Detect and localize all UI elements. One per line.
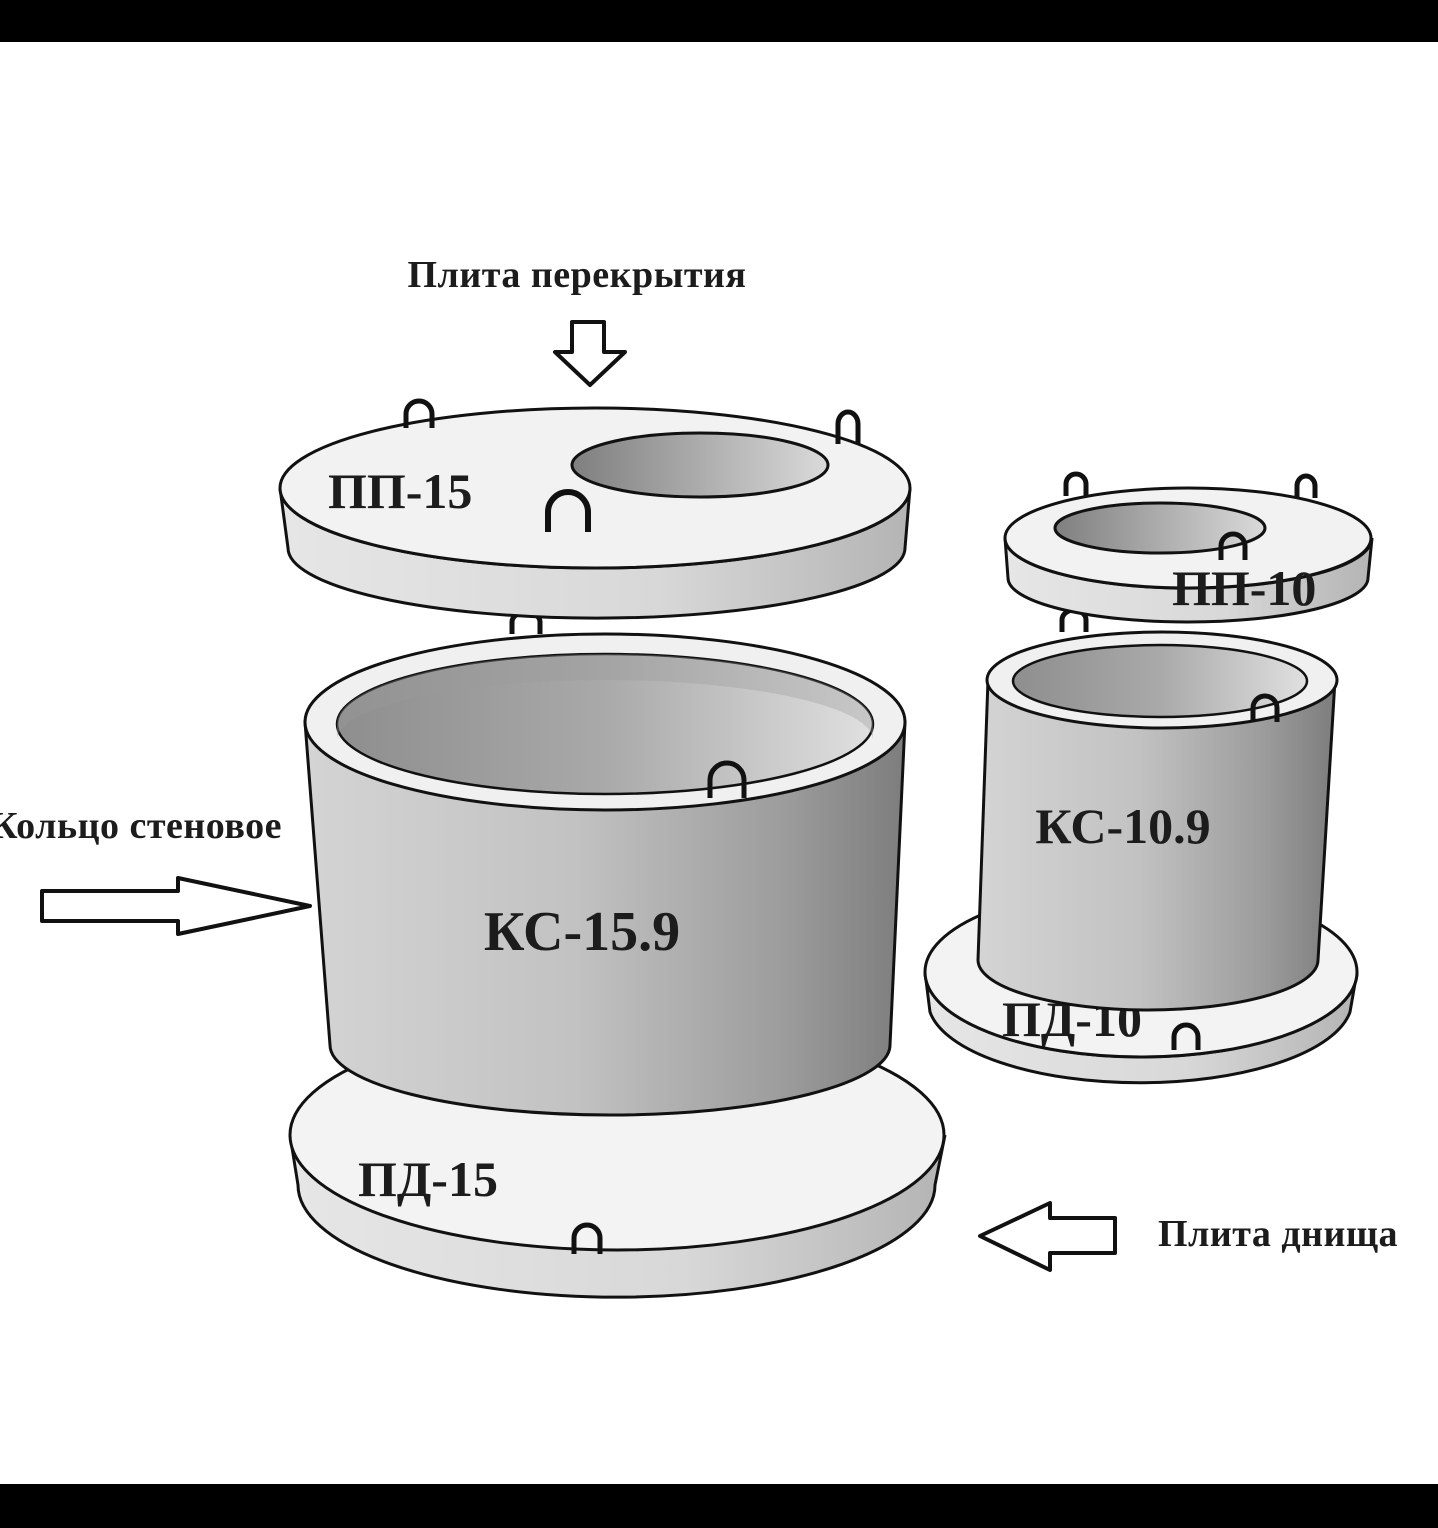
- label-ks109: КС-10.9: [1035, 798, 1210, 854]
- top-black-bar: [0, 0, 1438, 42]
- label-pp10: ПП-10: [1172, 560, 1316, 616]
- ring-ks109: КС-10.9: [976, 607, 1339, 1012]
- lifting-loop-icon: [707, 760, 747, 798]
- lifting-loop-icon: [835, 409, 861, 444]
- diagram-canvas: Плита перекрытия Кольцо стеновое Плита д…: [0, 42, 1438, 1484]
- well-rings-diagram: Плита перекрытия Кольцо стеновое Плита д…: [0, 254, 1398, 1299]
- lifting-loop-icon: [403, 398, 435, 428]
- arrow-down-icon: [553, 320, 627, 387]
- slab-pp15: ПП-15: [278, 398, 912, 620]
- label-pd15: ПД-15: [358, 1151, 498, 1207]
- lifting-loop-icon: [1294, 473, 1318, 498]
- lifting-loop-icon: [1218, 531, 1248, 560]
- lifting-loop-icon: [1250, 693, 1280, 722]
- lifting-loop-icon: [1063, 471, 1089, 496]
- caption-bottom-slab: Плита днища: [1158, 1213, 1398, 1255]
- lifting-loop-icon: [545, 489, 591, 532]
- lifting-loop-icon: [1171, 1022, 1201, 1050]
- arrow-left-icon: [978, 1201, 1117, 1272]
- arrow-right-icon: [40, 876, 312, 936]
- bottom-black-bar: [0, 1484, 1438, 1528]
- label-ks159: КС-15.9: [484, 901, 680, 963]
- ring-ks159: КС-15.9: [303, 609, 907, 1117]
- caption-cover-slab: Плита перекрытия: [408, 254, 747, 296]
- label-pp15: ПП-15: [328, 463, 472, 519]
- slab-pp10: ПП-10: [1003, 471, 1374, 624]
- caption-wall-ring: Кольцо стеновое: [0, 805, 282, 847]
- lifting-loop-icon: [571, 1222, 603, 1254]
